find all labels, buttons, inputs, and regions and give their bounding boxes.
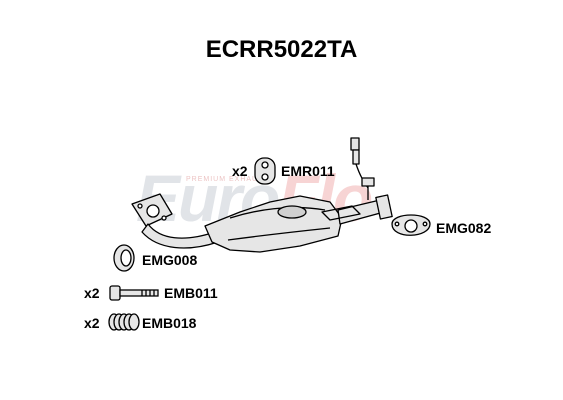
ring-gasket-icon bbox=[113, 244, 135, 272]
emb011-qty: x2 bbox=[84, 285, 100, 301]
lambda-sensor-icon bbox=[350, 137, 375, 200]
emr011-label: EMR011 bbox=[281, 163, 335, 179]
outlet-flange-icon bbox=[375, 194, 393, 220]
catalytic-converter-icon bbox=[204, 195, 343, 253]
emb011-label: EMB011 bbox=[164, 285, 218, 301]
spring-icon bbox=[108, 313, 140, 331]
emr011-qty: x2 bbox=[232, 163, 248, 179]
bolt-icon bbox=[109, 285, 159, 301]
emg008-label: EMG008 bbox=[142, 252, 198, 268]
product-code-title: ECRR5022TA bbox=[205, 36, 358, 63]
rubber-mount-icon bbox=[254, 157, 276, 185]
emg082-label: EMG082 bbox=[436, 220, 492, 236]
oval-gasket-icon bbox=[391, 214, 431, 236]
emb018-label: EMB018 bbox=[142, 315, 197, 331]
hanger-bracket-icon bbox=[321, 205, 361, 221]
watermark-tagline: PREMIUM EXHAUSTS bbox=[186, 176, 275, 183]
emb018-qty: x2 bbox=[84, 315, 100, 331]
front-flange-icon bbox=[131, 193, 173, 227]
